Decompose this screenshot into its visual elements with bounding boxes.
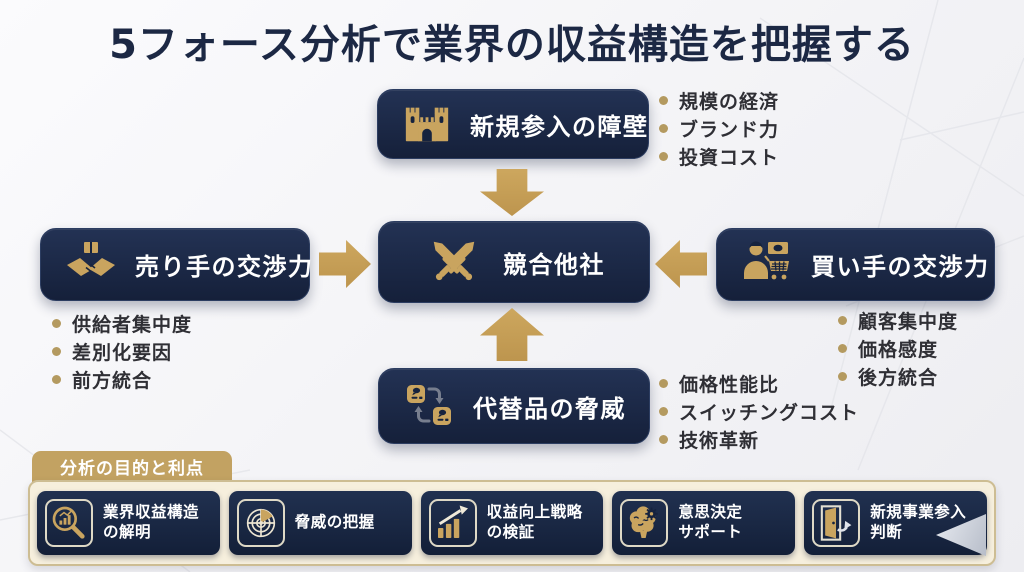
bullet-list-new-entrants: 規模の経済 ブランド力 投資コスト bbox=[659, 86, 779, 170]
bullet-item: 技術革新 bbox=[659, 425, 859, 453]
benefits-header-label: 分析の目的と利点 bbox=[60, 459, 204, 479]
magnifier-chart-icon bbox=[45, 499, 93, 547]
arrow-up bbox=[480, 308, 544, 361]
bullet-list-substitutes: 価格性能比 スイッチングコスト 技術革新 bbox=[659, 369, 859, 453]
benefit-label: 新規事業参入 判断 bbox=[870, 503, 967, 541]
force-label: 買い手の交渉力 bbox=[811, 253, 990, 281]
bullet-dot bbox=[659, 95, 668, 105]
page-title: 5フォース分析で業界の収益構造を把握する bbox=[109, 22, 915, 68]
bullet-dot bbox=[52, 318, 61, 328]
buyer-cart-icon bbox=[741, 239, 793, 291]
bullet-dot bbox=[659, 151, 668, 161]
bullet-item: 前方統合 bbox=[52, 365, 192, 393]
benefit-box-threat-grasp: 脅威の把握 bbox=[228, 491, 412, 555]
benefit-label: 意思決定 サポート bbox=[678, 503, 743, 541]
bullet-item: 価格感度 bbox=[838, 334, 958, 362]
bullet-dot bbox=[52, 346, 61, 356]
bullet-dot bbox=[838, 343, 847, 353]
bullet-dot bbox=[659, 406, 668, 416]
force-label: 売り手の交渉力 bbox=[135, 253, 314, 281]
bullet-dot bbox=[52, 374, 61, 384]
crossed-swords-icon bbox=[423, 231, 485, 293]
handshake-package-icon bbox=[65, 239, 117, 291]
force-box-substitutes: 代替品の脅威 bbox=[378, 368, 650, 444]
growth-arrow-icon bbox=[428, 499, 477, 547]
door-exit-icon bbox=[812, 499, 861, 547]
bullet-dot bbox=[838, 315, 847, 325]
benefits-header-tab: 分析の目的と利点 bbox=[32, 451, 232, 482]
force-label: 代替品の脅威 bbox=[473, 394, 626, 423]
bullet-item: ブランド力 bbox=[659, 114, 779, 142]
brain-gear-icon bbox=[620, 499, 669, 547]
force-box-rivalry: 競合他社 bbox=[378, 221, 650, 303]
benefit-box-profit-strategy: 収益向上戦略 の検証 bbox=[420, 491, 604, 555]
benefit-box-industry-structure: 業界収益構造 の解明 bbox=[37, 491, 220, 555]
bullet-item: スイッチングコスト bbox=[659, 397, 859, 425]
arrow-right bbox=[319, 240, 371, 288]
benefit-label: 脅威の把握 bbox=[294, 513, 375, 532]
bullet-item: 差別化要因 bbox=[52, 337, 192, 365]
force-box-suppliers: 売り手の交渉力 bbox=[40, 228, 312, 301]
bullet-item: 顧客集中度 bbox=[838, 306, 958, 334]
bullet-item: 価格性能比 bbox=[659, 369, 859, 397]
radar-icon bbox=[236, 499, 285, 547]
arrow-down bbox=[480, 169, 544, 216]
bullet-item: 投資コスト bbox=[659, 142, 779, 170]
bullet-list-buyers: 顧客集中度 価格感度 後方統合 bbox=[838, 306, 958, 390]
benefit-box-decision-support: 意思決定 サポート bbox=[612, 491, 796, 555]
benefit-box-new-business-judgement: 新規事業参入 判断 bbox=[804, 491, 987, 555]
benefit-label: 業界収益構造 の解明 bbox=[103, 503, 200, 541]
bullet-dot bbox=[659, 123, 668, 133]
bullet-dot bbox=[838, 371, 847, 381]
bullet-dot bbox=[659, 378, 668, 388]
force-label: 新規参入の障壁 bbox=[470, 112, 649, 141]
bullet-dot bbox=[659, 434, 668, 444]
benefit-label: 収益向上戦略 の検証 bbox=[486, 503, 583, 541]
arrow-left bbox=[655, 240, 707, 288]
force-box-buyers: 買い手の交渉力 bbox=[716, 228, 995, 301]
castle-icon bbox=[402, 99, 452, 149]
swap-boxes-icon bbox=[403, 380, 455, 432]
bullet-item: 後方統合 bbox=[838, 362, 958, 390]
force-box-new-entrants: 新規参入の障壁 bbox=[377, 89, 649, 159]
bullet-item: 供給者集中度 bbox=[52, 309, 192, 337]
bullet-list-suppliers: 供給者集中度 差別化要因 前方統合 bbox=[52, 309, 192, 393]
force-label: 競合他社 bbox=[503, 250, 605, 279]
bullet-item: 規模の経済 bbox=[659, 86, 779, 114]
benefits-bar: 業界収益構造 の解明 脅威の把握 bbox=[28, 480, 996, 566]
